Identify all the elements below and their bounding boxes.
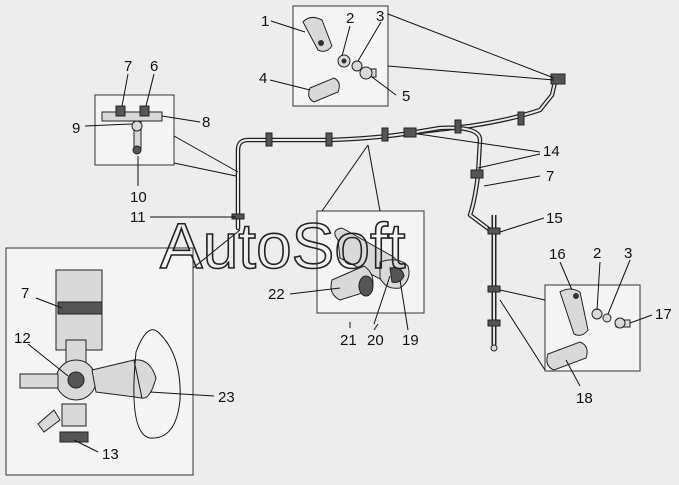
bolt-part-17 — [614, 317, 631, 329]
label-17: 17 — [655, 306, 672, 323]
label-21: 21 — [340, 332, 357, 349]
label-11: 11 — [130, 209, 146, 226]
label-19: 19 — [402, 332, 419, 349]
clip-part-16 — [559, 288, 589, 336]
pipe-clips — [231, 73, 566, 220]
watermark-text: AutoSoft — [160, 210, 406, 282]
valve-assembly — [19, 269, 181, 443]
label-1: 1 — [261, 13, 269, 30]
label-12: 12 — [14, 330, 31, 347]
label-23: 23 — [218, 389, 235, 406]
sleeve-part-18 — [546, 341, 588, 371]
label-7-valve: 7 — [21, 285, 29, 302]
main-pipe — [235, 75, 559, 233]
callout-lines — [27, 13, 653, 453]
label-2: 2 — [346, 10, 354, 27]
label-16: 16 — [549, 246, 566, 263]
label-3-right: 3 — [624, 245, 632, 262]
label-8: 8 — [202, 114, 210, 131]
label-7-pipe: 7 — [546, 168, 554, 185]
washer-part-2 — [337, 54, 351, 68]
clip-part-1 — [302, 16, 333, 52]
label-13: 13 — [102, 446, 119, 463]
part-labels: 1 2 3 4 5 6 7 8 9 10 11 12 13 14 15 16 1… — [14, 8, 672, 463]
label-15: 15 — [546, 210, 563, 227]
label-5: 5 — [402, 88, 410, 105]
label-9: 9 — [72, 120, 80, 137]
vertical-rod — [487, 215, 501, 352]
label-22: 22 — [268, 286, 285, 303]
label-3: 3 — [376, 8, 384, 25]
label-10: 10 — [130, 189, 147, 206]
washer-part-2b — [591, 308, 603, 320]
nut-part-3 — [351, 60, 363, 72]
label-14: 14 — [543, 143, 560, 160]
sleeve-assembly — [330, 227, 410, 301]
label-2-right: 2 — [593, 245, 601, 262]
label-18: 18 — [576, 390, 593, 407]
label-6: 6 — [150, 58, 158, 75]
label-7: 7 — [124, 58, 132, 75]
label-4: 4 — [259, 70, 267, 87]
nut-part-3b — [602, 313, 612, 323]
bolt-part-5 — [359, 66, 377, 80]
sleeve-part-4 — [308, 77, 340, 103]
label-20: 20 — [367, 332, 384, 349]
